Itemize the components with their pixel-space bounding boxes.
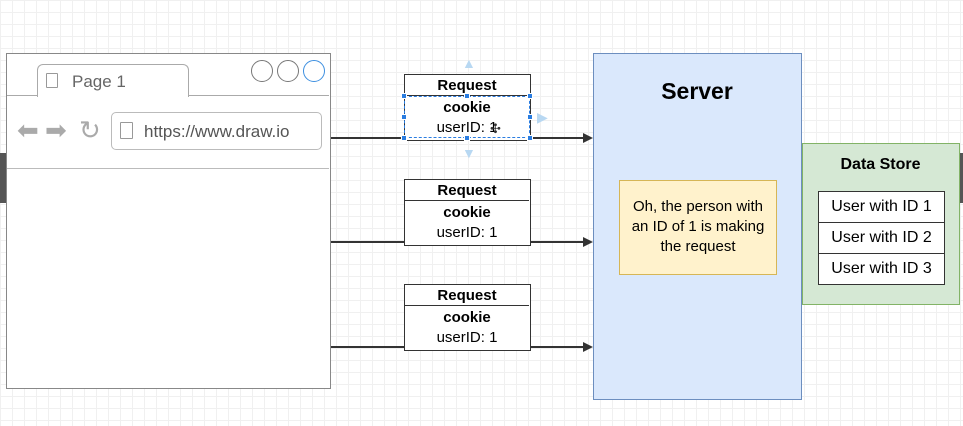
- arrow-head-icon: [583, 237, 593, 247]
- resize-handle[interactable]: [527, 114, 533, 120]
- data-store-row[interactable]: User with ID 2: [818, 222, 945, 254]
- forward-arrow-icon: ➡: [45, 115, 67, 145]
- url-text: https://www.draw.io: [144, 122, 290, 141]
- connect-arrow-up-icon[interactable]: ▲: [462, 55, 476, 71]
- resize-handle[interactable]: [401, 135, 407, 141]
- data-store-title: Data Store: [840, 156, 921, 173]
- browser-window-shape[interactable]: Page 1 ⬅ ➡ ↻ https://www.draw.io: [6, 53, 331, 389]
- back-arrow-icon: ⬅: [17, 115, 39, 145]
- url-bar: https://www.draw.io: [111, 112, 322, 150]
- connect-arrow-right-icon[interactable]: ▶: [537, 109, 548, 125]
- server-title: Server: [661, 78, 733, 104]
- resize-handle[interactable]: [464, 93, 470, 99]
- browser-nav-row: ⬅ ➡ ↻ https://www.draw.io: [7, 97, 329, 169]
- request-title: Request: [405, 180, 529, 201]
- data-store-row[interactable]: User with ID 1: [818, 191, 945, 223]
- request-box[interactable]: Request cookie userID: 1: [404, 74, 531, 141]
- request-box[interactable]: Request cookie userID: 1: [404, 284, 531, 351]
- connect-arrow-down-icon[interactable]: ▼: [462, 145, 476, 161]
- resize-handle[interactable]: [527, 135, 533, 141]
- request-cookie: cookie: [443, 99, 491, 116]
- data-store-box[interactable]: Data Store User with ID 1 User with ID 2…: [802, 143, 960, 305]
- left-edge-bar: [0, 153, 6, 203]
- request-cookie: cookie: [443, 309, 491, 326]
- server-note-text: Oh, the person with an ID of 1 is making…: [631, 198, 765, 255]
- request-user-id: userID: 1: [436, 224, 498, 241]
- tab-label: Page 1: [72, 72, 126, 91]
- resize-handle[interactable]: [401, 93, 407, 99]
- resize-handle[interactable]: [401, 114, 407, 120]
- arrow-head-icon: [583, 342, 593, 352]
- window-button-icon: [277, 60, 299, 82]
- data-store-row[interactable]: User with ID 3: [818, 253, 945, 285]
- browser-tab: Page 1: [37, 64, 189, 97]
- request-cookie: cookie: [443, 204, 491, 221]
- server-note[interactable]: Oh, the person with an ID of 1 is making…: [619, 180, 777, 275]
- right-edge-bar: [957, 153, 963, 203]
- browser-tab-bar: Page 1: [7, 54, 329, 97]
- request-user-id: userID: 1: [436, 119, 498, 136]
- request-box[interactable]: Request cookie userID: 1: [404, 179, 531, 246]
- request-user-id: userID: 1: [436, 329, 498, 346]
- window-button-icon: [251, 60, 273, 82]
- arrow-head-icon: [583, 133, 593, 143]
- page-icon: [46, 73, 58, 88]
- resize-handle[interactable]: [464, 135, 470, 141]
- page-icon: [120, 122, 133, 139]
- resize-handle[interactable]: [527, 93, 533, 99]
- move-cursor-icon: ✣: [490, 121, 501, 136]
- reload-icon: ↻: [79, 115, 101, 145]
- server-box[interactable]: Server Oh, the person with an ID of 1 is…: [593, 53, 802, 400]
- request-title: Request: [405, 285, 529, 306]
- window-button-icon: [303, 60, 325, 82]
- selection-outline: [404, 96, 530, 138]
